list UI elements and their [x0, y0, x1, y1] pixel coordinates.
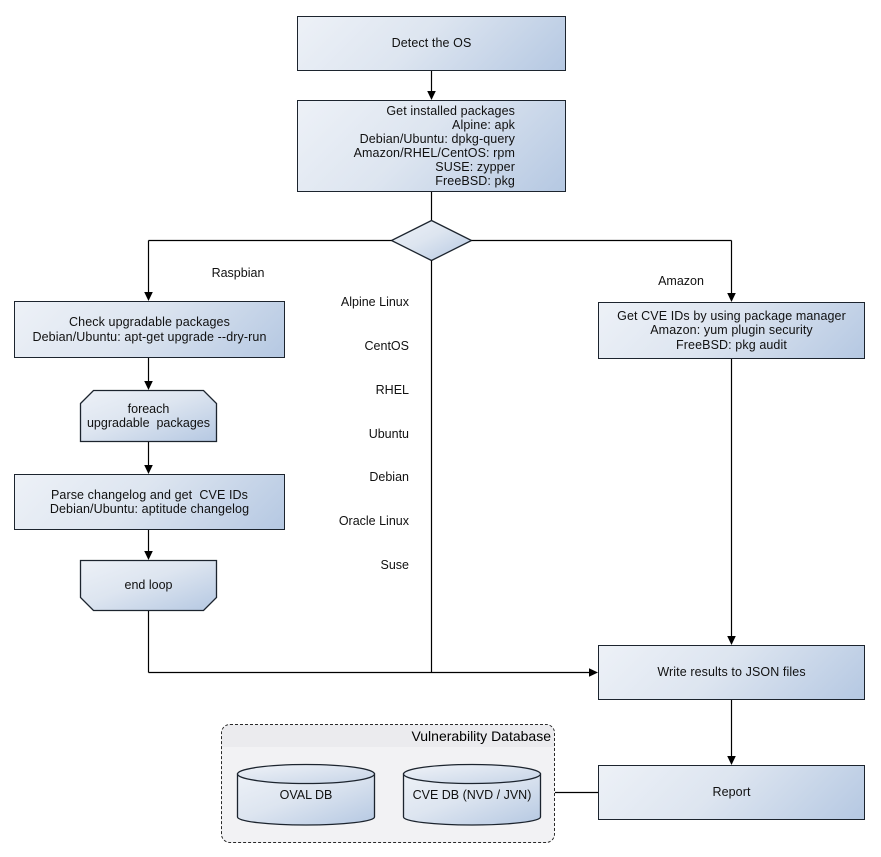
arrowhead-into-check-upgradable — [144, 292, 153, 301]
node-parse-changelog: Parse changelog and get CVE IDs Debian/U… — [14, 474, 285, 530]
arrowhead-into-end-loop — [144, 551, 153, 560]
branch-label-item: Amazon — [658, 274, 704, 288]
node-line: Get installed packages — [386, 104, 515, 118]
oval-db-cylinder-body — [236, 773, 376, 826]
end-loop-shape — [79, 559, 218, 612]
arrowhead-into-get-cve-ids — [727, 293, 736, 302]
node-line: Debian/Ubuntu: apt-get upgrade --dry-run — [32, 329, 267, 344]
node-report: Report — [598, 765, 865, 820]
os-list-item: Oracle Linux — [338, 514, 409, 529]
arrowhead-into-parse-changelog — [144, 465, 153, 474]
node-line: Amazon/RHEL/CentOS: rpm — [353, 146, 515, 160]
node-check-upgradable-packages: Check upgradable packages Debian/Ubuntu:… — [14, 301, 285, 358]
edge-label-os-list: Alpine Linux CentOS RHEL Ubuntu Debian O… — [289, 266, 409, 602]
node-label: Report — [712, 785, 751, 800]
foreach-loop-shape — [79, 389, 218, 443]
arrowhead-into-get-packages — [427, 91, 436, 100]
os-list-item: Suse — [380, 557, 410, 572]
arrowhead-into-report — [727, 756, 736, 765]
node-line: Check upgradable packages — [69, 315, 230, 329]
vulnerability-database-title: Vulnerability Database — [222, 725, 554, 747]
cve-db-cylinder-body — [402, 773, 542, 826]
os-list-item: RHEL — [375, 382, 409, 397]
arrowhead-into-write-results-left — [589, 668, 598, 677]
decision-diamond — [390, 219, 473, 262]
edge-label-raspbian: Raspbian — [211, 266, 265, 280]
node-line: Alpine: apk — [452, 118, 515, 132]
os-list-item: Debian — [369, 470, 409, 485]
oval-db-cylinder-top — [236, 763, 376, 785]
node-line: Parse changelog and get CVE IDs — [50, 487, 249, 502]
node-line: SUSE: zypper — [435, 160, 515, 174]
node-line: Get CVE IDs by using package manager — [617, 308, 846, 323]
os-list-item: Alpine Linux — [340, 295, 409, 310]
os-list-item: CentOS — [364, 338, 409, 353]
node-label: Detect the OS — [391, 36, 472, 51]
node-get-installed-packages: Get installed packages Alpine: apk Debia… — [297, 100, 566, 192]
os-list-item: Ubuntu — [368, 426, 409, 441]
node-line: FreeBSD: pkg — [435, 174, 515, 188]
node-write-results-json: Write results to JSON files — [598, 645, 865, 700]
node-line: Amazon: yum plugin security — [650, 323, 813, 338]
arrowhead-into-write-results-top — [727, 636, 736, 645]
node-detect-os: Detect the OS — [297, 16, 566, 71]
cve-db-cylinder-top — [402, 763, 542, 785]
arrowhead-into-foreach — [144, 381, 153, 390]
node-line: Debian/Ubuntu: dpkg-query — [359, 132, 515, 146]
node-get-cve-ids-package-manager: Get CVE IDs by using package manager Ama… — [598, 302, 865, 359]
node-line: FreeBSD: pkg audit — [676, 337, 787, 352]
node-line: Debian/Ubuntu: aptitude changelog — [49, 502, 250, 516]
node-label: Write results to JSON files — [657, 665, 806, 680]
